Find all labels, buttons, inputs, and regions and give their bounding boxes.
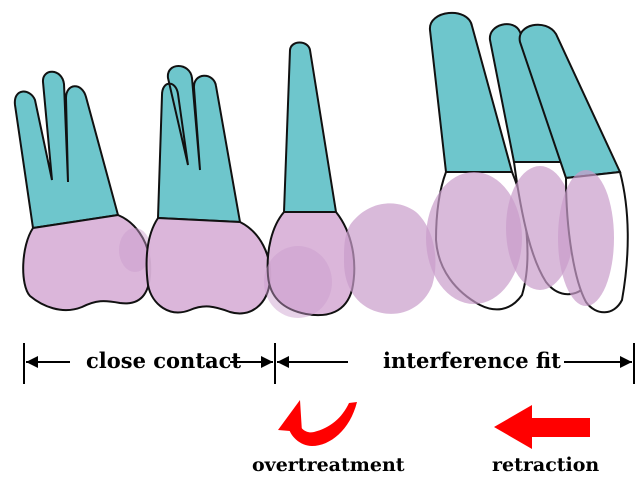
displaced-crown-shape [344,203,435,314]
premolar-1 [264,43,354,319]
close-contact-arrowhead-right [261,356,273,368]
close-contact-arrowhead-left [26,356,38,368]
molar-2 [147,66,271,313]
curved-arrow-icon [278,400,357,446]
interference-arrowhead-left [277,356,289,368]
close-contact-label: close contact [86,350,241,371]
left-arrow-icon [494,405,590,449]
left-arrow-shape [494,405,590,449]
molar-2-crown [147,218,271,313]
molar-1 [15,72,151,310]
curved-arrow-head [278,400,302,432]
molar-2-root [158,66,240,222]
interference-fit-label: interference fit [383,350,561,371]
molar-1-root [15,72,118,228]
overtreatment-label: overtreatment [252,456,405,475]
retraction-label: retraction [492,456,599,475]
displaced-crown [344,203,435,314]
premolar-1-shadow [264,246,332,318]
interference-arrowhead-right [620,356,632,368]
premolar-1-root [284,43,336,213]
central-incisor-shadow [558,170,614,306]
